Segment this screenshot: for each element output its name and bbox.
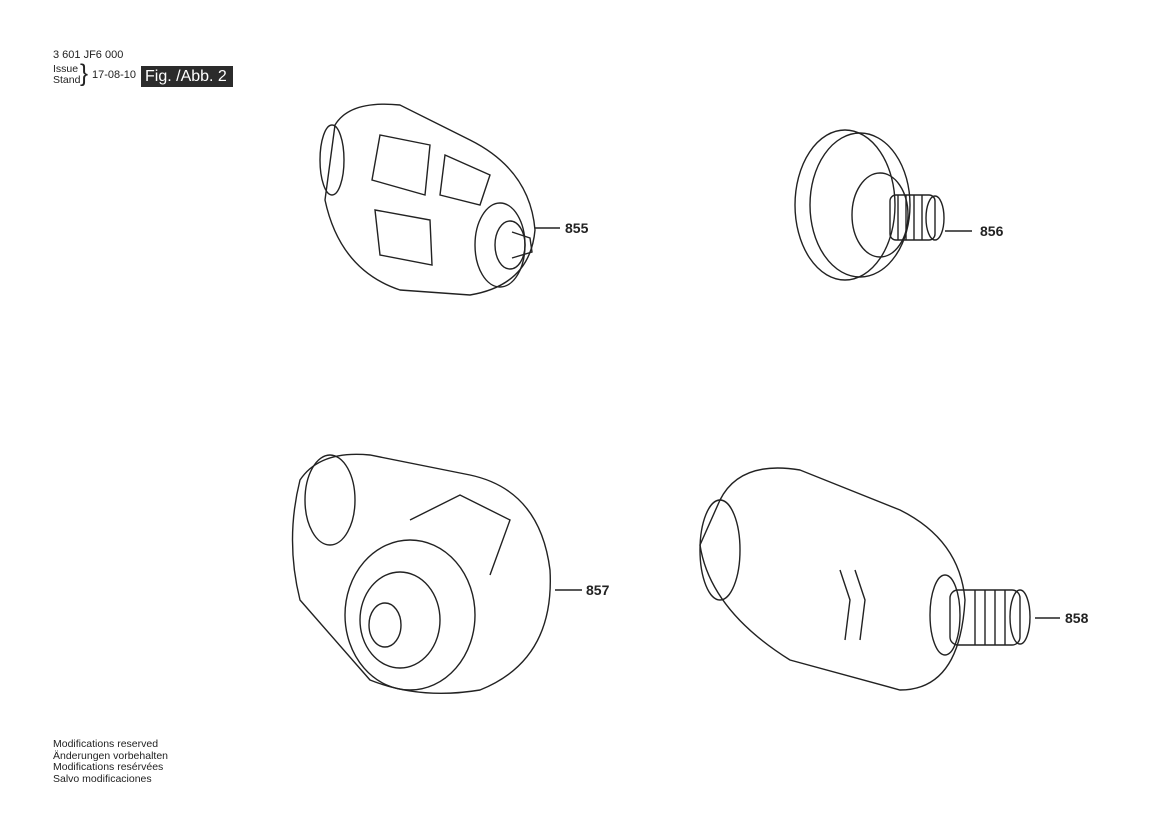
part-856-adapter-drawing [794,129,972,281]
issue-date: 17-08-10 [92,69,137,81]
modifications-notice: Modifications reserved Änderungen vorbeh… [53,738,169,785]
footer-line-en: Modifications reserved [53,738,159,750]
part-855-chuck-drawing [319,103,560,296]
part-857-angle-head-drawing [291,453,582,695]
brace: } [80,60,89,87]
figure-label: Fig. /Abb. 2 [141,66,233,87]
part-label-858: 858 [1065,610,1089,626]
part-label-857: 857 [586,582,610,598]
footer-line-es: Salvo modificaciones [53,772,152,785]
part-label-856: 856 [980,223,1004,239]
part-label-855: 855 [565,220,589,236]
issue-label: Issue [53,63,79,75]
issue-stand-label: Issue Stand [53,64,80,86]
stand-label: Stand [53,74,81,86]
footer-line-fr: Modifications resérvées [53,761,164,773]
part-858-offset-head-drawing [699,467,1060,691]
footer-line-de: Änderungen vorbehalten [53,749,169,762]
part-number: 3 601 JF6 000 [53,49,124,61]
